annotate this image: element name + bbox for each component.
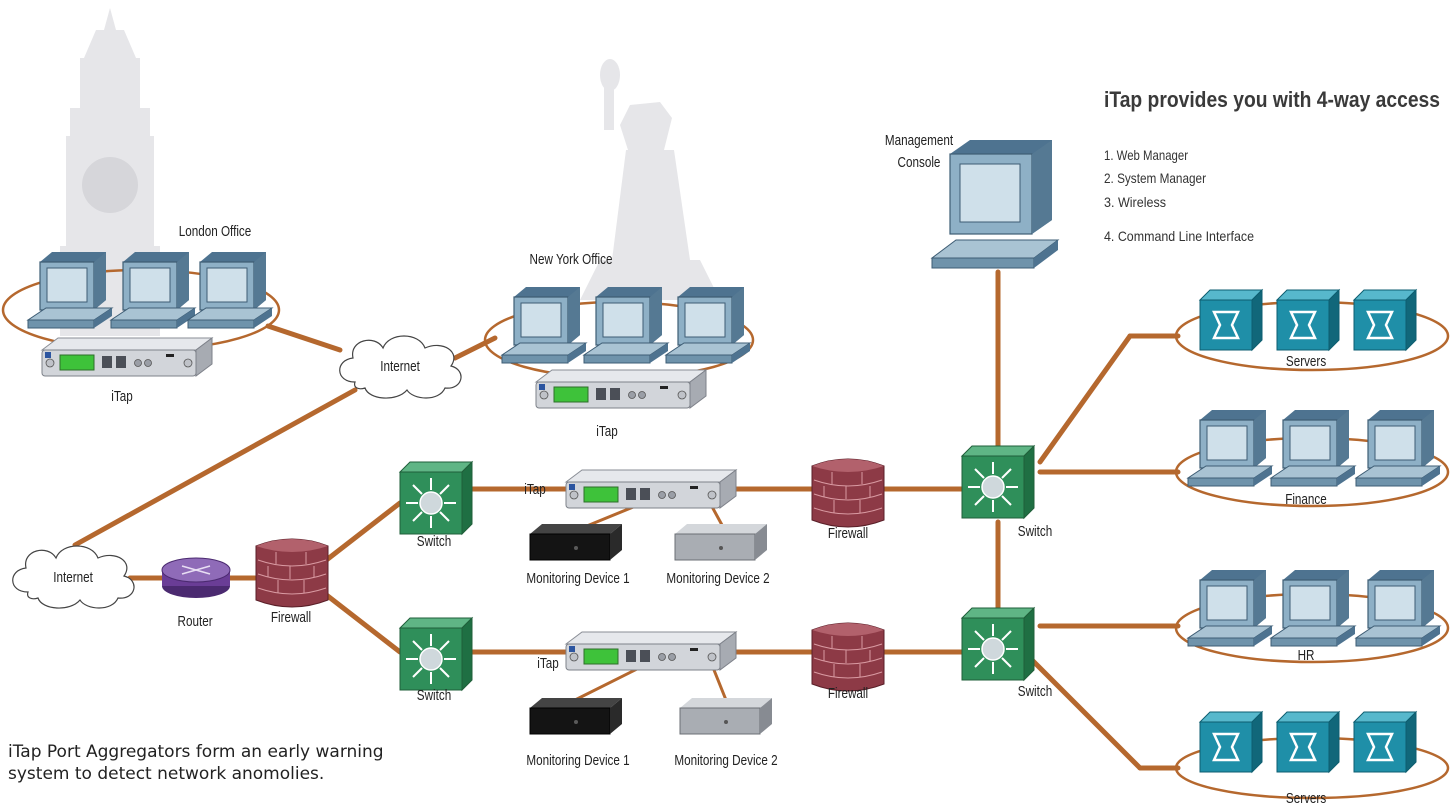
switch-bottom-label: Switch xyxy=(417,687,451,704)
monitoring-device-1-top xyxy=(529,523,623,561)
monitoring-device-2-top xyxy=(674,523,768,561)
switch-top xyxy=(399,461,473,535)
switch-bottom xyxy=(399,617,473,691)
router-label: Router xyxy=(178,613,214,630)
london-office-label: London Office xyxy=(179,223,252,240)
monitoring-device-1-bottom-label: Monitoring Device 1 xyxy=(526,752,629,769)
servers-top xyxy=(1198,288,1418,352)
switch-top-label: Switch xyxy=(417,533,451,550)
hr-group xyxy=(1187,569,1441,647)
management-console-label-2: Console xyxy=(898,154,941,171)
itap-mid-bottom-label: iTap xyxy=(537,655,558,672)
switch-right-top-label: Switch xyxy=(1018,523,1052,540)
monitoring-device-1-bottom xyxy=(529,697,623,735)
firewall-bottom-label: Firewall xyxy=(828,685,868,702)
newyork-office-label: New York Office xyxy=(530,251,613,268)
firewall-left xyxy=(255,538,329,608)
servers-top-label: Servers xyxy=(1286,353,1327,370)
servers-bottom-label: Servers xyxy=(1286,790,1327,807)
management-console xyxy=(930,140,1060,269)
itap-london xyxy=(41,337,213,377)
monitoring-device-2-bottom-label: Monitoring Device 2 xyxy=(674,752,777,769)
caption-line-2: system to detect network anomolies. xyxy=(8,764,325,784)
newyork-office xyxy=(501,286,751,409)
router xyxy=(161,557,231,598)
itap-mid-top-label: iTap xyxy=(524,481,545,498)
monitoring-device-2-bottom xyxy=(679,697,773,735)
access-list-item-1: 1. Web Manager xyxy=(1104,147,1188,163)
firewall-top xyxy=(811,458,885,528)
switch-right-bottom xyxy=(961,607,1035,681)
itap-mid-top xyxy=(565,469,737,509)
access-heading: iTap provides you with 4-way access xyxy=(1104,87,1440,112)
firewall-left-label: Firewall xyxy=(271,609,311,626)
network-links xyxy=(72,269,1181,771)
firewall-top-label: Firewall xyxy=(828,525,868,542)
switch-right-top xyxy=(961,445,1035,519)
caption: iTap Port Aggregators form an early warn… xyxy=(8,741,528,785)
firewall-bottom xyxy=(811,622,885,692)
access-list-item-2: 2. System Manager xyxy=(1104,170,1206,186)
itap-newyork xyxy=(535,369,707,409)
monitoring-device-1-top-label: Monitoring Device 1 xyxy=(526,570,629,587)
finance-label: Finance xyxy=(1285,491,1327,508)
hr-label: HR xyxy=(1298,647,1315,664)
servers-bottom xyxy=(1198,710,1418,774)
access-list-item-3: 3. Wireless xyxy=(1104,194,1166,210)
finance-group xyxy=(1187,409,1441,487)
itap-london-label: iTap xyxy=(111,388,132,405)
itap-mid-bottom xyxy=(565,631,737,671)
access-list-item-4: 4. Command Line Interface xyxy=(1104,228,1254,244)
internet-top-label: Internet xyxy=(380,358,420,375)
itap-ny-label: iTap xyxy=(596,423,617,440)
internet-left-label: Internet xyxy=(53,569,93,586)
management-console-label-1: Management xyxy=(885,132,953,149)
caption-line-1: iTap Port Aggregators form an early warn… xyxy=(8,742,384,762)
london-office xyxy=(27,251,273,377)
switch-right-bottom-label: Switch xyxy=(1018,683,1052,700)
monitoring-device-2-top-label: Monitoring Device 2 xyxy=(666,570,769,587)
